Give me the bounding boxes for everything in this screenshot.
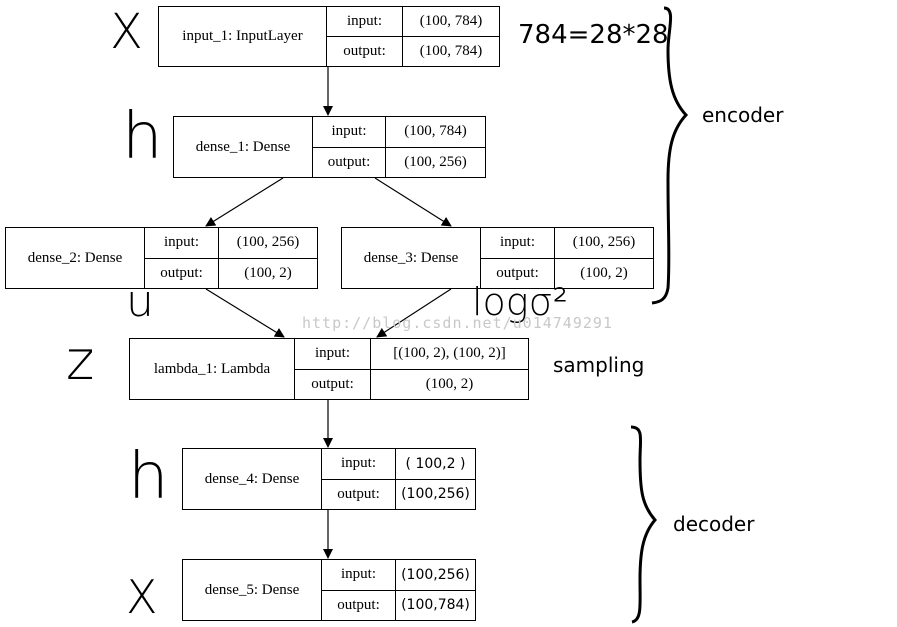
layer-dense-2: dense_2: Dense input: output: (100, 256)… (5, 227, 318, 289)
input-shape: (100, 784) (404, 123, 467, 140)
edge-dense1-dense3 (374, 177, 452, 227)
layer-dense-3: dense_3: Dense input: output: (100, 256)… (341, 227, 654, 289)
input-shape: ( 100,2 ) (405, 455, 466, 472)
hand-x-input: X (110, 4, 143, 60)
layer-dense-1: dense_1: Dense input: output: (100, 784)… (173, 116, 486, 178)
output-label: output: (327, 36, 402, 66)
edge-dense1-dense2 (205, 177, 284, 227)
input-shape: (100, 256) (572, 234, 636, 251)
layer-name: dense_1: Dense (174, 117, 313, 177)
input-shape: [(100, 2), (100, 2)] (393, 345, 506, 362)
input-label: input: (331, 123, 367, 140)
input-label: input: (346, 13, 382, 29)
output-label: output: (322, 589, 395, 621)
output-shape: (100, 2) (371, 368, 528, 400)
layer-name: lambda_1: Lambda (130, 339, 295, 399)
output-label: output: (313, 146, 385, 178)
hand-logvar: logσ² (472, 280, 568, 324)
output-shape: (100, 2) (219, 257, 317, 289)
input-shape: (100, 256) (236, 234, 300, 251)
encoder-brace (651, 6, 689, 305)
input-label: input: (314, 345, 350, 362)
watermark: http://blog.csdn.net/u014749291 (302, 314, 613, 332)
encoder-label: encoder (702, 103, 784, 127)
formula-note: 784=28*28 (518, 20, 669, 50)
output-shape: (100, 2) (555, 257, 653, 289)
output-shape: (100, 256) (386, 146, 485, 178)
output-shape: (100,256) (396, 478, 475, 510)
decoder-brace (630, 425, 657, 624)
input-label: input: (163, 234, 199, 251)
input-label: input: (340, 566, 376, 583)
output-shape: (100, 784) (403, 36, 499, 66)
layer-name: dense_3: Dense (342, 228, 481, 288)
input-shape: (100,256) (401, 566, 470, 583)
hand-z: z (66, 329, 95, 392)
output-label: output: (322, 478, 395, 510)
hand-x-output: X (126, 570, 158, 624)
edge-dense2-lambda1 (205, 288, 285, 338)
decoder-label: decoder (673, 512, 755, 536)
layer-lambda-1: lambda_1: Lambda input: output: [(100, 2… (129, 338, 529, 400)
layer-dense-4: dense_4: Dense input: output: ( 100,2 ) … (182, 448, 476, 510)
sampling-label: sampling (553, 353, 645, 377)
output-shape: (100,784) (396, 589, 475, 621)
output-label: output: (295, 368, 370, 400)
hand-h-decoder: h (128, 440, 169, 514)
layer-name: dense_2: Dense (6, 228, 145, 288)
layer-name: input_1: InputLayer (159, 7, 327, 66)
layer-name: dense_5: Dense (183, 560, 322, 620)
layer-name: dense_4: Dense (183, 449, 322, 509)
layer-dense-5: dense_5: Dense input: output: (100,256) … (182, 559, 476, 621)
layer-input-1: input_1: InputLayer input: output: (100,… (158, 6, 500, 67)
input-label: input: (340, 455, 376, 472)
input-shape: (100, 784) (419, 13, 483, 29)
input-label: input: (499, 234, 535, 251)
hand-mu: u (126, 276, 154, 327)
hand-h-encoder: h (122, 100, 163, 174)
output-label: output: (481, 257, 554, 289)
output-label: output: (145, 257, 218, 289)
